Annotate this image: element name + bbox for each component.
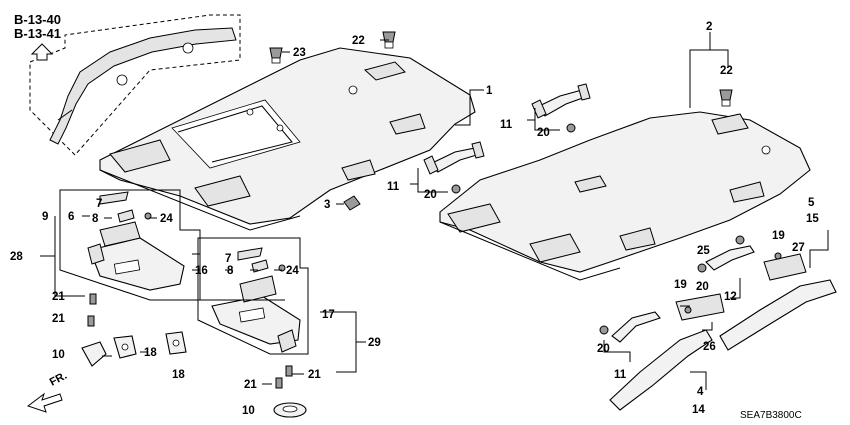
- part-number-7-right: 7: [225, 253, 231, 265]
- part-number-8-right: 8: [227, 265, 234, 277]
- leader-lines: [40, 32, 829, 390]
- part-number-24-right: 24: [286, 265, 299, 277]
- part-number-19-left: 19: [674, 279, 687, 291]
- part-number-25: 25: [697, 245, 710, 257]
- grab-handle-12: [697, 235, 755, 273]
- part-number-6: 6: [68, 211, 74, 223]
- bolt-21-lower-left: [87, 315, 95, 327]
- part-number-27: 27: [792, 242, 805, 254]
- part-number-8-left: 8: [92, 213, 99, 225]
- holder-10-left: [81, 341, 107, 367]
- part-number-10-left: 10: [52, 349, 65, 361]
- part-number-29: 29: [368, 337, 381, 349]
- part-number-26: 26: [703, 341, 716, 353]
- part-number-7-left: 7: [96, 198, 102, 210]
- part-number-21-c: 21: [244, 379, 257, 391]
- front-arrow-icon: [26, 392, 63, 413]
- reference-arrow-icon: [30, 43, 54, 61]
- part-number-5: 5: [808, 197, 815, 209]
- bracket-26: [675, 293, 725, 321]
- part-number-21-a: 21: [52, 291, 65, 303]
- part-number-20-right: 20: [696, 281, 709, 293]
- grab-handle-lower: [599, 311, 661, 343]
- part-number-18-right: 18: [144, 347, 157, 359]
- part-number-24-left: 24: [160, 213, 173, 225]
- part-number-18-lower: 18: [172, 369, 185, 381]
- holder-18-lower: [165, 331, 187, 355]
- part-number-22-left: 22: [352, 35, 365, 47]
- part-number-11-upper: 11: [500, 119, 513, 131]
- part-number-23: 23: [293, 47, 306, 59]
- clip-22-right: [719, 89, 733, 107]
- part-number-9: 9: [42, 211, 48, 223]
- part-number-11-middle: 11: [387, 181, 400, 193]
- part-number-11-lower: 11: [614, 369, 627, 381]
- part-number-20-upper: 20: [537, 127, 550, 139]
- clip-23: [269, 47, 283, 64]
- reference-b-13-41: B-13-41: [14, 26, 61, 41]
- part-number-19-right: 19: [772, 230, 785, 242]
- headlining-left: [99, 47, 476, 231]
- clip-3: [343, 195, 361, 211]
- part-number-21-b: 21: [52, 313, 65, 325]
- reference-b-13-40: B-13-40: [14, 12, 61, 27]
- bracket-27: [763, 252, 807, 281]
- sun-visor-left-box: [59, 189, 201, 305]
- part-number-14: 14: [692, 404, 705, 416]
- screw-20b: [451, 184, 461, 194]
- part-number-4: 4: [697, 386, 704, 398]
- curtain-airbag-inset: [29, 14, 241, 156]
- headlining-right: [439, 111, 811, 281]
- bolt-21-lower-center: [275, 377, 283, 389]
- grab-handle-upper: [531, 83, 591, 119]
- part-number-16: 16: [195, 265, 208, 277]
- part-number-28: 28: [10, 251, 23, 263]
- part-number-20-middle: 20: [424, 189, 437, 201]
- garnish-4: [609, 329, 713, 411]
- grab-handle-middle: [423, 141, 485, 175]
- part-number-3: 3: [324, 199, 330, 211]
- part-number-1: 1: [486, 85, 493, 97]
- sun-visor-right-box: [197, 237, 309, 377]
- part-number-20-lower: 20: [597, 343, 610, 355]
- garnish-5: [719, 279, 837, 351]
- part-number-17: 17: [322, 309, 335, 321]
- holder-18-left: [113, 335, 137, 359]
- front-label: FR.: [48, 370, 69, 389]
- part-number-12: 12: [724, 291, 737, 303]
- part-number-22-right: 22: [720, 65, 733, 77]
- part-number-10-center: 10: [242, 405, 255, 417]
- screw-20a: [566, 123, 576, 133]
- part-number-2: 2: [706, 21, 712, 33]
- part-number-21-d: 21: [308, 369, 321, 381]
- part-number-15: 15: [806, 213, 819, 225]
- diagram-code: SEA7B3800C: [740, 410, 802, 421]
- holder-10-center: [273, 402, 307, 418]
